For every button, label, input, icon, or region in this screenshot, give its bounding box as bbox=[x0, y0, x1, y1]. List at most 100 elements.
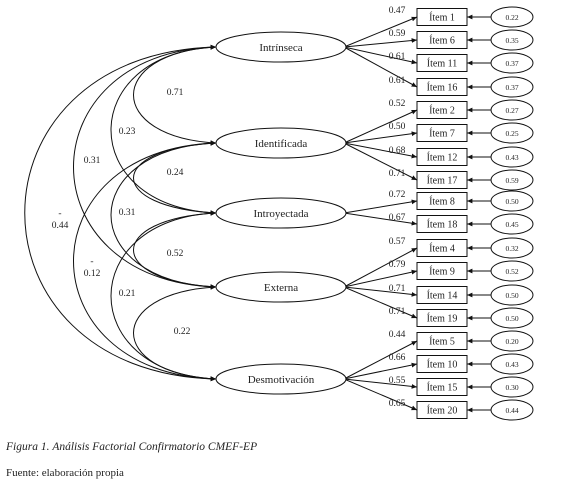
covariance-value: 0.71 bbox=[167, 88, 184, 98]
error-value: 0.30 bbox=[505, 383, 518, 392]
loading-value: 0.59 bbox=[389, 29, 406, 39]
covariance-value: 0.31 bbox=[119, 208, 136, 218]
item-label: Ítem 16 bbox=[427, 82, 458, 94]
error-value: 0.25 bbox=[505, 129, 518, 138]
item-label: Ítem 1 bbox=[429, 12, 455, 24]
error-term: 0.52 bbox=[490, 260, 534, 282]
loading-arrow bbox=[343, 247, 418, 288]
loading-arrow bbox=[343, 378, 418, 389]
item-box: Ítem 1 bbox=[416, 8, 468, 26]
loading-value: 0.61 bbox=[389, 76, 406, 86]
latent-factor: Introyectada bbox=[215, 197, 347, 229]
error-term: 0.25 bbox=[490, 122, 534, 144]
item-box: Ítem 7 bbox=[416, 124, 468, 142]
item-label: Ítem 18 bbox=[427, 219, 458, 231]
error-term: 0.50 bbox=[490, 284, 534, 306]
loading-value: 0.50 bbox=[389, 122, 406, 132]
figure-source: Fuente: elaboración propia bbox=[6, 467, 124, 479]
loading-arrow bbox=[343, 38, 418, 48]
item-box: Ítem 19 bbox=[416, 309, 468, 327]
loading-arrow bbox=[343, 142, 418, 181]
item-label: Ítem 20 bbox=[427, 405, 458, 417]
item-box: Ítem 4 bbox=[416, 239, 468, 257]
item-box: Ítem 5 bbox=[416, 332, 468, 350]
item-label: Ítem 4 bbox=[429, 243, 455, 255]
loading-arrow bbox=[343, 46, 418, 65]
error-value: 0.43 bbox=[505, 360, 518, 369]
item-label: Ítem 11 bbox=[427, 58, 457, 70]
loading-value: 0.55 bbox=[389, 376, 406, 386]
item-box: Ítem 14 bbox=[416, 286, 468, 304]
covariance-arc bbox=[110, 140, 217, 290]
covariance-value: -0.12 bbox=[84, 257, 101, 279]
latent-label: Intrínseca bbox=[259, 42, 302, 54]
latent-label: Introyectada bbox=[254, 208, 309, 220]
loading-value: 0.71 bbox=[389, 307, 406, 317]
error-term: 0.43 bbox=[490, 146, 534, 168]
loading-arrow bbox=[343, 199, 418, 214]
item-label: Ítem 8 bbox=[429, 196, 455, 208]
loading-arrow bbox=[343, 212, 418, 226]
error-term: 0.59 bbox=[490, 169, 534, 191]
error-value: 0.50 bbox=[505, 314, 518, 323]
loading-value: 0.71 bbox=[389, 284, 406, 294]
item-label: Ítem 19 bbox=[427, 313, 458, 325]
figure-label: Figura 1. bbox=[6, 441, 50, 453]
loading-arrow bbox=[343, 286, 418, 297]
error-value: 0.32 bbox=[505, 244, 518, 253]
loading-arrow bbox=[343, 340, 418, 380]
covariance-value: 0.24 bbox=[167, 168, 184, 178]
latent-factor: Intrínseca bbox=[215, 31, 347, 63]
covariance-arc bbox=[73, 140, 217, 382]
loading-arrow bbox=[343, 142, 418, 159]
item-label: Ítem 15 bbox=[427, 382, 458, 394]
error-value: 0.52 bbox=[505, 267, 518, 276]
error-term: 0.43 bbox=[490, 353, 534, 375]
item-label: Ítem 2 bbox=[429, 105, 455, 117]
covariance-arc bbox=[110, 210, 217, 382]
covariance-arc bbox=[24, 44, 217, 382]
error-term: 0.37 bbox=[490, 52, 534, 74]
error-value: 0.59 bbox=[505, 176, 518, 185]
error-term: 0.32 bbox=[490, 237, 534, 259]
latent-factor: Identificada bbox=[215, 127, 347, 159]
error-term: 0.20 bbox=[490, 330, 534, 352]
item-box: Ítem 11 bbox=[416, 54, 468, 72]
error-term: 0.50 bbox=[490, 307, 534, 329]
error-value: 0.50 bbox=[505, 291, 518, 300]
loading-value: 0.52 bbox=[389, 99, 406, 109]
item-label: Ítem 7 bbox=[429, 128, 455, 140]
latent-factor: Externa bbox=[215, 271, 347, 303]
figure-title: Análisis Factorial Confirmatorio CMEF-EP bbox=[52, 441, 258, 453]
item-box: Ítem 2 bbox=[416, 101, 468, 119]
error-value: 0.37 bbox=[505, 83, 518, 92]
error-term: 0.22 bbox=[490, 6, 534, 28]
loading-value: 0.61 bbox=[389, 52, 406, 62]
latent-label: Externa bbox=[264, 282, 298, 294]
loading-value: 0.72 bbox=[389, 190, 406, 200]
loading-value: 0.66 bbox=[389, 353, 406, 363]
item-box: Ítem 18 bbox=[416, 215, 468, 233]
loading-arrow bbox=[343, 286, 418, 319]
loading-value: 0.71 bbox=[389, 169, 406, 179]
item-label: Ítem 9 bbox=[429, 266, 455, 278]
loading-arrow bbox=[343, 131, 418, 144]
loading-value: 0.57 bbox=[389, 237, 406, 247]
error-value: 0.22 bbox=[505, 13, 518, 22]
error-value: 0.27 bbox=[505, 106, 518, 115]
covariance-arc bbox=[110, 44, 217, 216]
item-box: Ítem 10 bbox=[416, 355, 468, 373]
item-label: Ítem 5 bbox=[429, 336, 455, 348]
error-value: 0.50 bbox=[505, 197, 518, 206]
item-box: Ítem 16 bbox=[416, 78, 468, 96]
item-label: Ítem 12 bbox=[427, 152, 458, 164]
item-box: Ítem 12 bbox=[416, 148, 468, 166]
covariance-arc bbox=[133, 140, 217, 216]
loading-value: 0.79 bbox=[389, 260, 406, 270]
loading-value: 0.67 bbox=[389, 213, 406, 223]
error-value: 0.35 bbox=[505, 36, 518, 45]
error-term: 0.35 bbox=[490, 29, 534, 51]
loading-arrow bbox=[343, 109, 418, 144]
item-label: Ítem 14 bbox=[427, 290, 458, 302]
loading-value: 0.68 bbox=[389, 146, 406, 156]
